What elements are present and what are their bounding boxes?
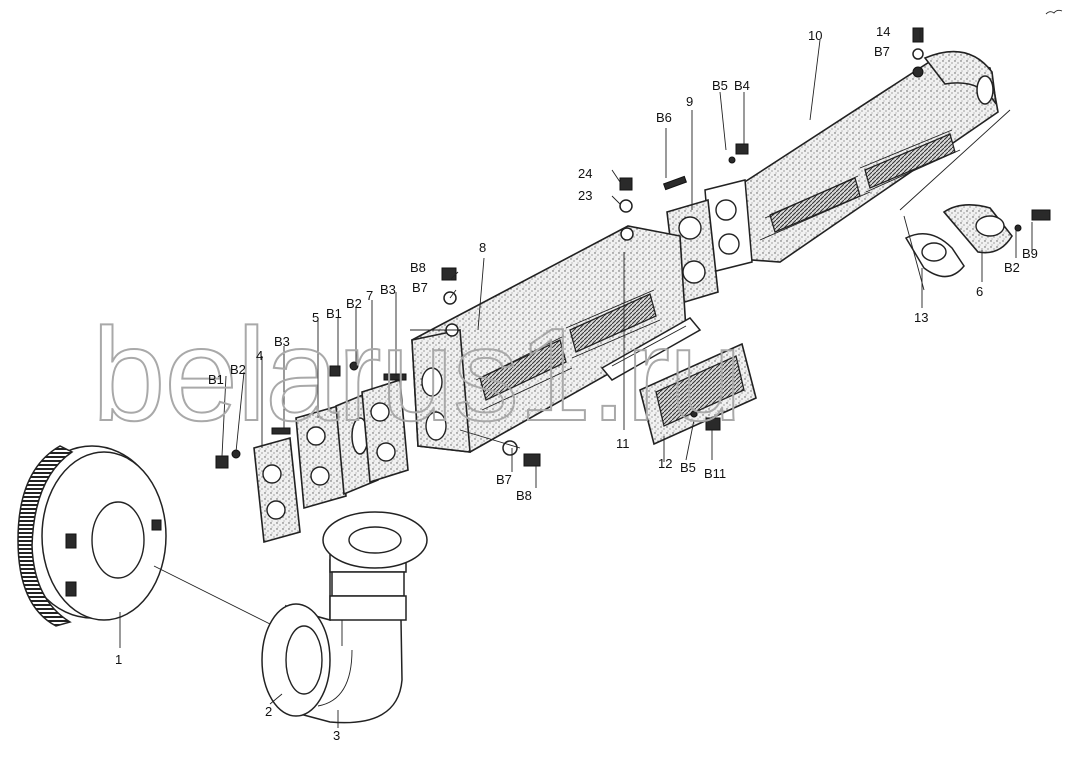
callout-5: 5: [312, 310, 319, 325]
callout-b2-mid: B2: [346, 296, 362, 311]
leader-lines: [119, 28, 1033, 728]
callout-2: 2: [265, 704, 272, 719]
callout-23: 23: [578, 188, 592, 203]
flange-pipe-5: [295, 390, 379, 510]
callout-12: 12: [658, 456, 672, 471]
callout-b9: B9: [1022, 246, 1038, 261]
callout-b2-right: B2: [1004, 260, 1020, 275]
callout-b7-bottom: B7: [496, 472, 512, 487]
gasket-13: [904, 233, 965, 278]
flange-elbow-6: [942, 204, 1013, 254]
callout-b4: B4: [734, 78, 750, 93]
callout-24: 24: [578, 166, 592, 181]
callout-b5-bottom: B5: [680, 460, 696, 475]
callout-b8-left: B8: [410, 260, 426, 275]
callout-9: 9: [686, 94, 693, 109]
callout-3: 3: [333, 728, 340, 743]
callout-11: 11: [616, 436, 630, 451]
callout-14: 14: [876, 24, 890, 39]
silencer-body-8: [411, 225, 687, 453]
elbow-pipe-3: [285, 511, 428, 724]
flange-2: [261, 603, 331, 717]
callout-b7-left: B7: [412, 280, 428, 295]
callout-b1-mid: B1: [326, 306, 342, 321]
callout-b5-top: B5: [712, 78, 728, 93]
corner-mark: [1045, 9, 1063, 15]
callout-6: 6: [976, 284, 983, 299]
heat-shield-1: [17, 445, 167, 627]
flange-7: [361, 378, 409, 484]
callout-10: 10: [808, 28, 822, 43]
callout-13: 13: [914, 310, 928, 325]
callout-8: 8: [479, 240, 486, 255]
callout-4: 4: [256, 348, 263, 363]
cover-plate-12: [639, 342, 757, 446]
gasket-4: [253, 436, 301, 544]
callout-b1-left: B1: [208, 372, 224, 387]
callout-b8-bottom: B8: [516, 488, 532, 503]
silencer-body-10: [704, 27, 999, 273]
callout-b3-left: B3: [274, 334, 290, 349]
callout-1: 1: [115, 652, 122, 667]
fasteners: [215, 143, 1051, 469]
watermark-text: belarus1.ru: [92, 301, 741, 448]
callout-b11: B11: [704, 466, 726, 481]
callout-7: 7: [366, 288, 373, 303]
callout-b7-top: B7: [874, 44, 890, 59]
callout-b3-right: B3: [380, 282, 396, 297]
callout-b6: B6: [656, 110, 672, 125]
callout-b2-left: B2: [230, 362, 246, 377]
callout-labels: 1 2 3 4 5 6 7 8 9 10 11 12 13 14 23 24 B…: [115, 24, 1038, 743]
